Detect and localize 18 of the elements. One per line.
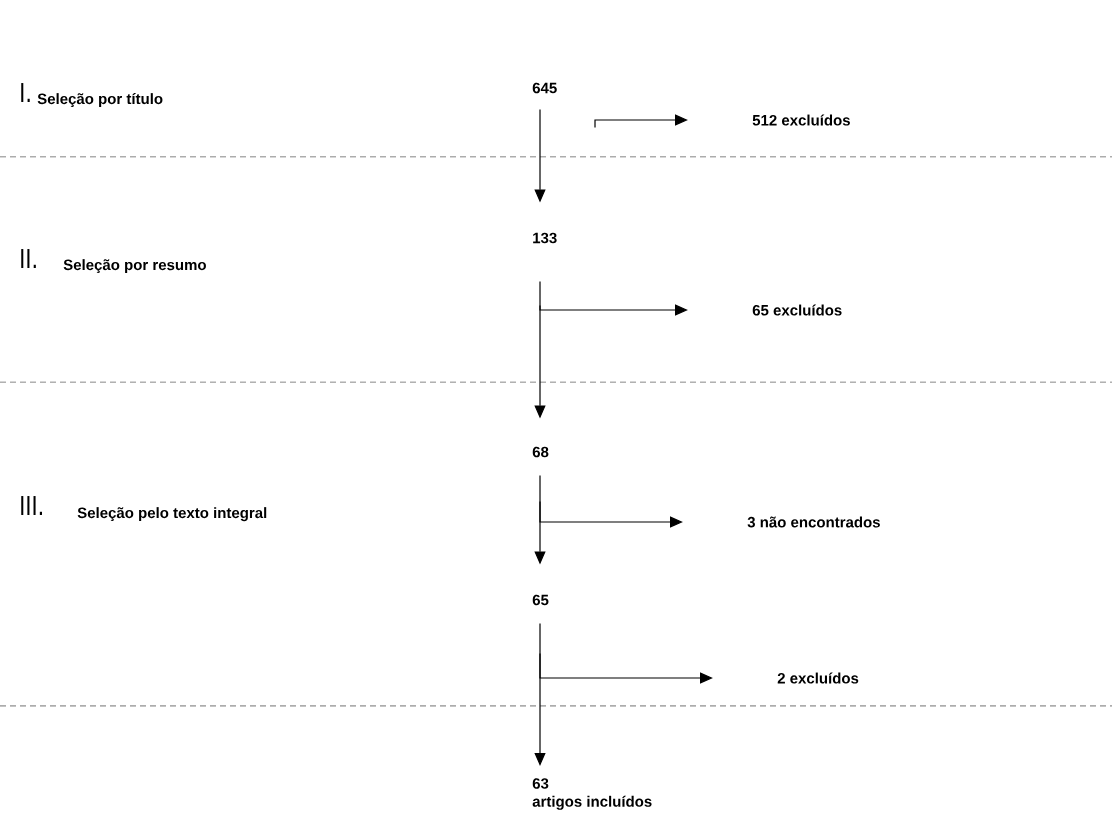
- count-text: 3 não encontrados: [747, 516, 880, 528]
- count-text: 645: [532, 82, 557, 94]
- stage-label: Seleção por resumo: [63, 259, 206, 274]
- count-text: 2 excluídos: [777, 672, 859, 684]
- count-text: 65 excluídos: [752, 304, 842, 316]
- stage-numeral: II.: [21, 249, 36, 268]
- stage-label: Seleção por título: [37, 93, 163, 108]
- count-text: 133: [533, 232, 557, 244]
- count-text: 68: [532, 446, 549, 458]
- arrow: [539, 304, 688, 316]
- arrow: [534, 622, 546, 766]
- stage-numeral: III.: [21, 496, 42, 515]
- count-text: 65: [532, 594, 549, 606]
- stage-label: Seleção pelo texto integral: [77, 507, 267, 522]
- count-text: 512 excluídos: [752, 114, 850, 126]
- stage-numeral: I.: [21, 83, 30, 102]
- count-text: 63 artigos incluídos: [532, 778, 652, 810]
- arrow: [594, 114, 688, 129]
